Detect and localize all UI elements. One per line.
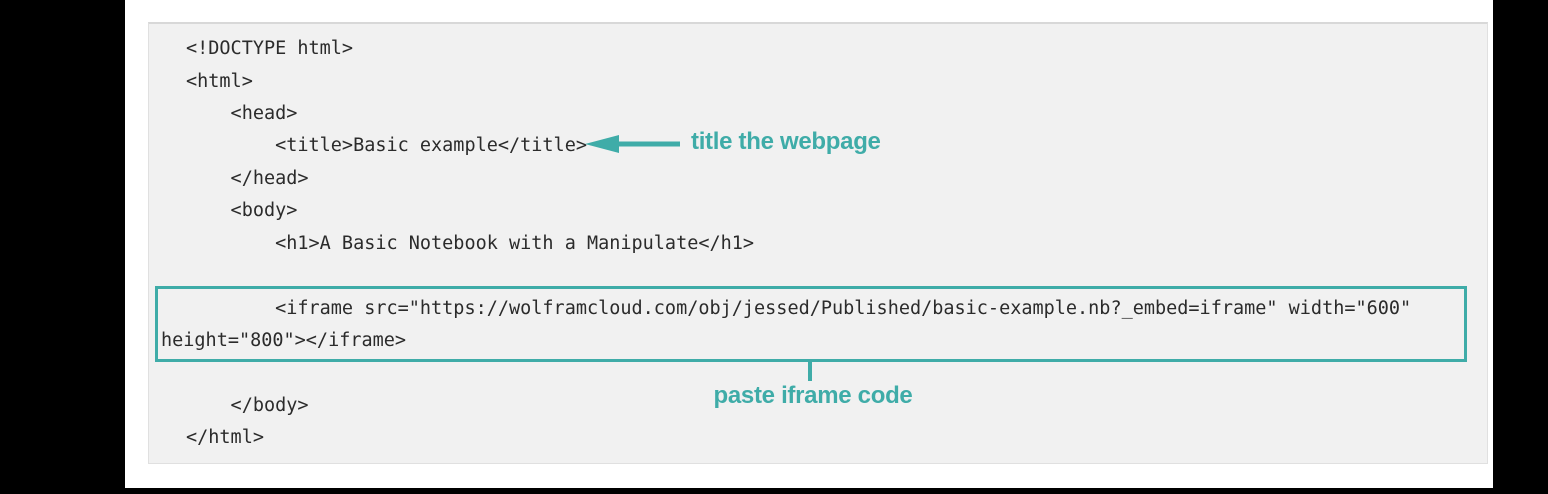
- code-line: <html>: [186, 71, 253, 92]
- code-block: <!DOCTYPE html> <html> <head> <title>Bas…: [148, 22, 1488, 464]
- code-line: </html>: [186, 427, 264, 448]
- callout-connector-line: [808, 362, 812, 381]
- iframe-highlight-box: [155, 286, 1467, 362]
- left-arrow-icon: [585, 135, 680, 153]
- title-callout-label: title the webpage: [691, 128, 881, 155]
- iframe-callout-label: paste iframe code: [713, 382, 913, 409]
- code-line: </head>: [186, 168, 309, 189]
- code-line-iframe-wrap: height="800"></iframe>: [161, 330, 407, 351]
- code-line: <!DOCTYPE html>: [186, 38, 354, 59]
- code-line: <h1>A Basic Notebook with a Manipulate</…: [186, 233, 755, 254]
- code-line: <head>: [186, 103, 298, 124]
- code-line-title: <title>Basic example</title>: [186, 135, 587, 156]
- code-line-iframe: <iframe src="https://wolframcloud.com/ob…: [186, 298, 1412, 319]
- code-line: <body>: [186, 200, 298, 221]
- page-background: <!DOCTYPE html> <html> <head> <title>Bas…: [125, 0, 1493, 488]
- code-line: </body>: [186, 395, 309, 416]
